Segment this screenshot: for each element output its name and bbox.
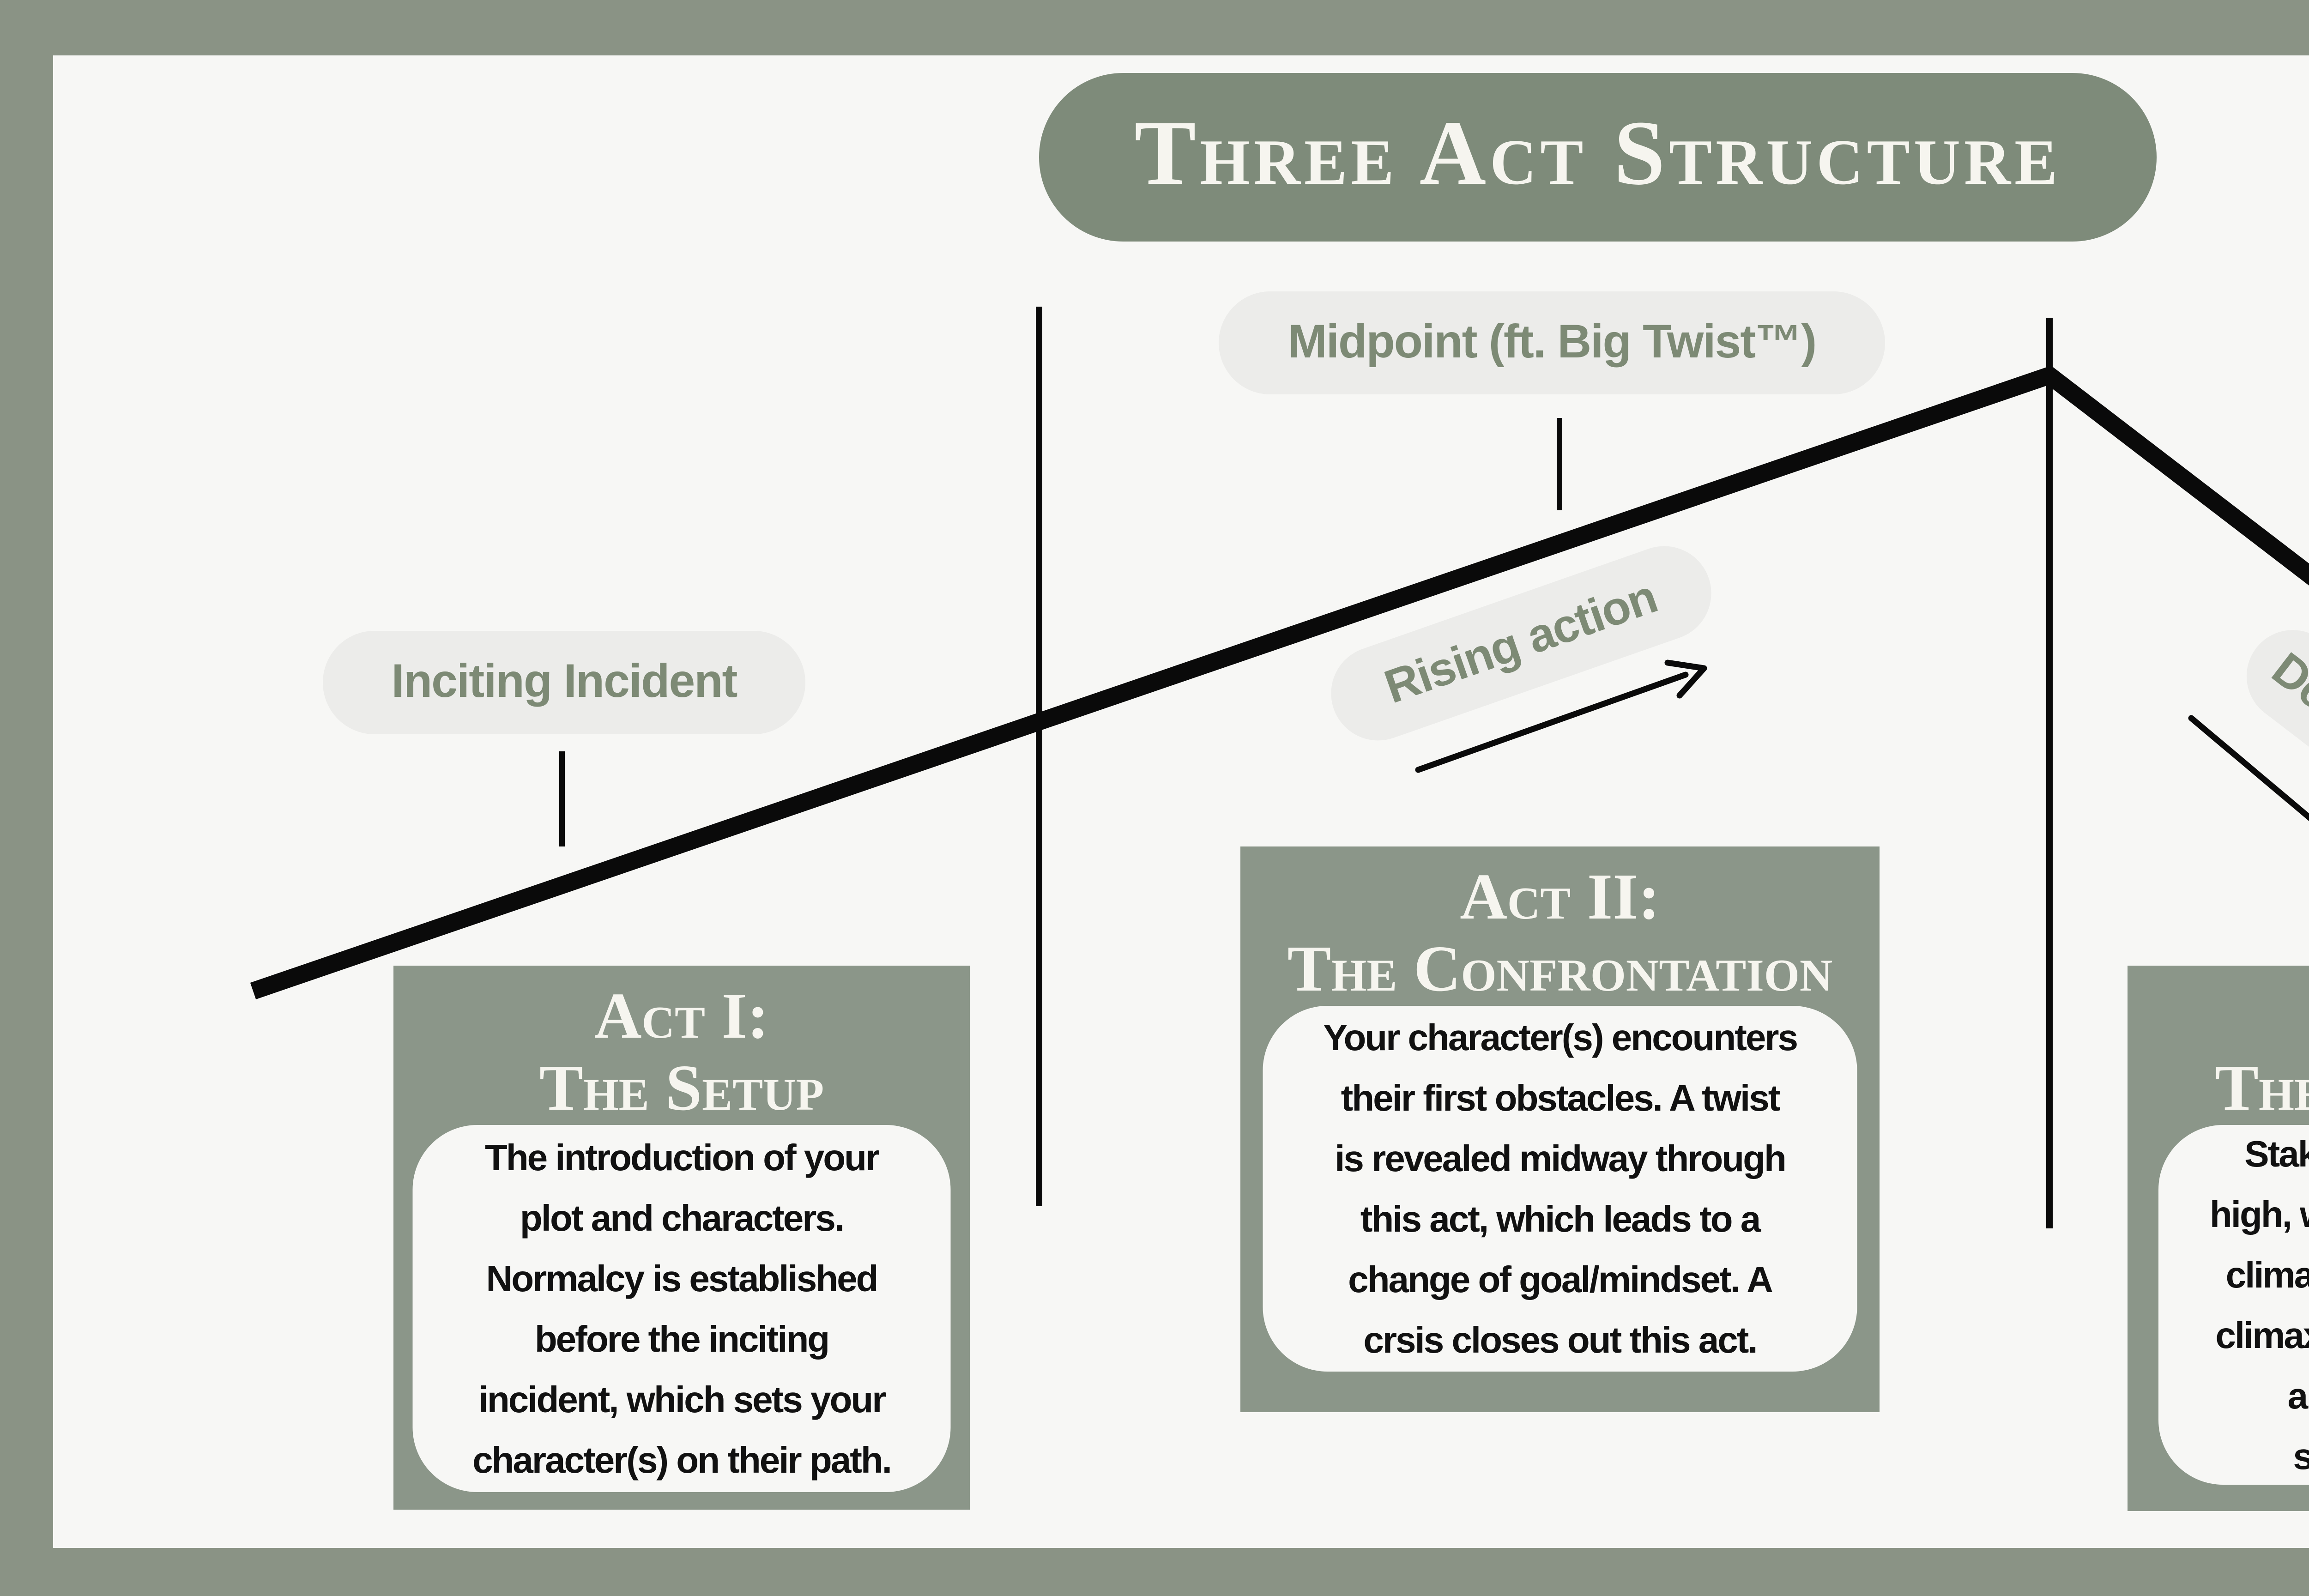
act3-body-text: Stakes are at an all-time high, which le…: [2209, 1133, 2309, 1477]
descending-arrow-shaft: [2188, 715, 2309, 822]
story-arc-line: [250, 365, 2309, 999]
act2-name: The Confrontation: [1287, 932, 1833, 1005]
act3-name: The Resolution: [2215, 1051, 2309, 1124]
rising-arrow-shaft: [1415, 671, 1689, 773]
label-midpoint-text: Midpoint (ft. Big Twist™): [1287, 314, 1817, 368]
act2-body-card: Your character(s) encounters their first…: [1263, 1006, 1857, 1372]
act2-heading: Act II: The Confrontation: [1240, 860, 1880, 1004]
connector-midpoint: [1557, 418, 1562, 510]
label-inciting-incident-text: Inciting Incident: [391, 654, 738, 707]
rising-action-arrow: [1415, 659, 1707, 773]
act1-card: Act I: The Setup The introduction of you…: [393, 966, 970, 1510]
act2-card: Act II: The Confrontation Your character…: [1240, 846, 1880, 1412]
act3-body-card: Stakes are at an all-time high, which le…: [2158, 1125, 2309, 1485]
rising-arrow-head: [1664, 659, 1707, 699]
act2-body-text: Your character(s) encounters their first…: [1323, 1017, 1798, 1360]
act1-body-text: The introduction of your plot and charac…: [472, 1137, 892, 1481]
act3-heading: Act III: The Resolution: [2128, 979, 2309, 1124]
page-title: Three Act Structure: [1134, 102, 2061, 204]
label-midpoint: Midpoint (ft. Big Twist™): [1219, 291, 1885, 394]
act1-heading: Act I: The Setup: [393, 979, 970, 1124]
divider-act2-act3: [2046, 318, 2053, 1228]
act1-body-card: The introduction of your plot and charac…: [412, 1125, 951, 1492]
label-inciting-incident: Inciting Incident: [323, 631, 805, 734]
act1-name: The Setup: [539, 1051, 824, 1124]
act2-number: Act II:: [1460, 860, 1660, 933]
act3-card: Act III: The Resolution Stakes are at an…: [2128, 966, 2309, 1511]
title-banner: Three Act Structure: [1039, 73, 2157, 242]
descending-action-arrow: [2188, 715, 2309, 822]
act1-number: Act I:: [594, 979, 769, 1052]
connector-inciting-incident: [559, 751, 565, 846]
divider-act1-act2: [1036, 307, 1042, 1206]
